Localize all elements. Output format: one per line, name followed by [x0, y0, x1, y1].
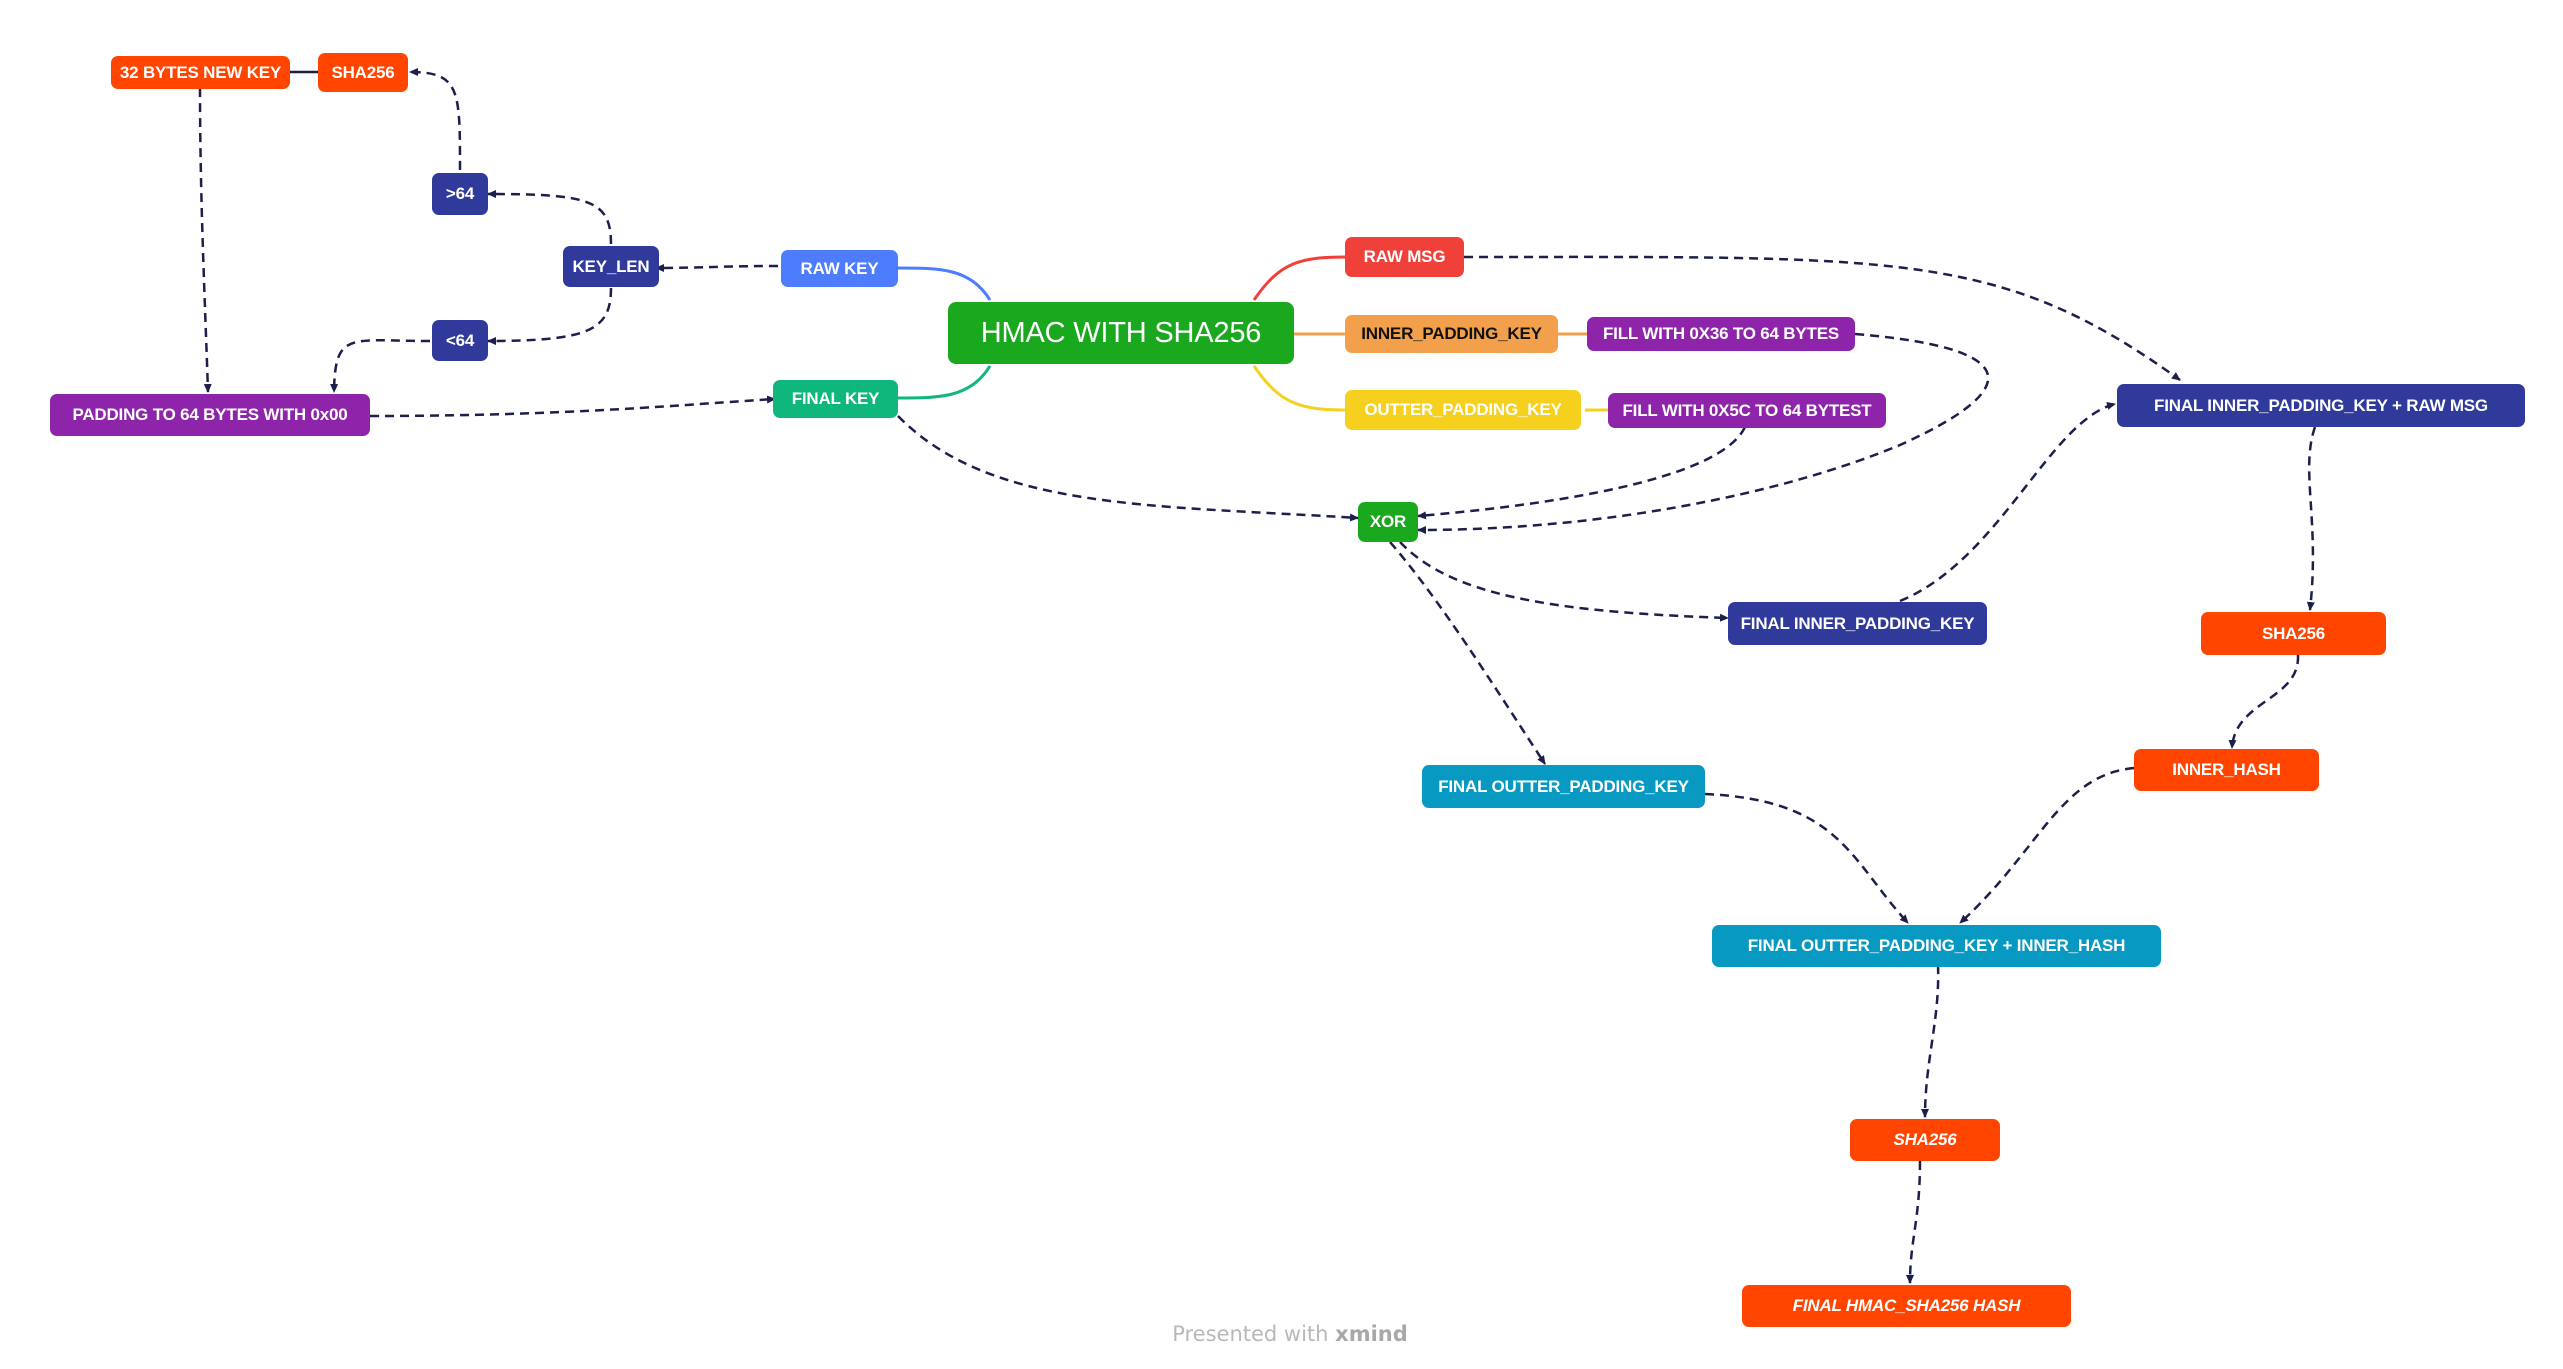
final-hmac-hash-node[interactable]: FINAL HMAC_SHA256 HASH	[1742, 1285, 2071, 1327]
new-key-node[interactable]: 32 BYTES NEW KEY	[111, 56, 290, 89]
arrow-key-len-to-gt64	[487, 190, 613, 245]
final-inner-padding-msg-node[interactable]: FINAL INNER_PADDING_KEY + RAW MSG	[2117, 384, 2525, 427]
fill-0x36-node[interactable]: FILL WITH 0X36 TO 64 BYTES	[1587, 317, 1855, 351]
arrow-sha256-to-final-hash	[1906, 1160, 1922, 1284]
lt64-node[interactable]: <64	[432, 320, 488, 361]
root-topic-hmac-sha256[interactable]: HMAC WITH SHA256	[948, 302, 1294, 364]
final-key-node[interactable]: FINAL KEY	[773, 380, 898, 418]
branch-line-final-key	[897, 365, 992, 400]
arrow-final-outter-to-final-outter-inner	[1704, 792, 1909, 924]
inner-hash-node[interactable]: INNER_HASH	[2134, 749, 2319, 791]
arrow-xor-to-final-inner	[1399, 541, 1729, 622]
arrow-inner-msg-to-sha256	[2306, 426, 2317, 611]
arrow-final-inner-to-inner-msg	[1899, 402, 2116, 603]
gt64-node[interactable]: >64	[432, 173, 488, 215]
presented-with-footer: Presented with xmind	[1170, 1322, 1410, 1346]
arrow-raw-msg-to-final-inner-msg	[1463, 255, 2181, 382]
arrow-final-key-to-xor	[897, 415, 1359, 522]
arrow-final-outter-inner-to-sha256	[1921, 964, 1940, 1118]
arrow-inner-hash-to-final-outter-inner	[1959, 766, 2135, 924]
padding-node[interactable]: PADDING TO 64 BYTES WITH 0x00	[50, 394, 370, 436]
arrow-sha256-to-inner-hash	[2228, 654, 2300, 749]
raw-msg-node[interactable]: RAW MSG	[1345, 237, 1464, 277]
fill-0x5c-node[interactable]: FILL WITH 0X5C TO 64 BYTEST	[1608, 393, 1886, 428]
arrow-fill-0x5c-to-xor	[1417, 426, 1747, 520]
raw-key-node[interactable]: RAW KEY	[781, 250, 898, 287]
xor-node[interactable]: XOR	[1358, 502, 1418, 542]
sha256-inner-node[interactable]: SHA256	[2201, 612, 2386, 655]
footer-prefix: Presented with	[1172, 1322, 1329, 1346]
outter-padding-key-node[interactable]: OUTTER_PADDING_KEY	[1345, 390, 1581, 430]
arrow-xor-to-final-outter	[1389, 541, 1547, 765]
arrow-padding-to-final-key	[369, 395, 776, 418]
branch-line-raw-key	[897, 266, 992, 301]
arrow-fill-0x36-to-xor	[1417, 332, 1990, 534]
xmind-brand: xmind	[1335, 1322, 1408, 1346]
final-inner-padding-key-node[interactable]: FINAL INNER_PADDING_KEY	[1728, 602, 1987, 645]
arrow-key-len-to-lt64	[487, 287, 613, 345]
arrow-raw-key-to-key-len	[655, 263, 779, 272]
final-outter-padding-key-node[interactable]: FINAL OUTTER_PADDING_KEY	[1422, 765, 1705, 808]
branch-line-outter-padding	[1252, 365, 1348, 412]
arrow-lt64-to-padding	[330, 339, 431, 393]
inner-padding-key-node[interactable]: INNER_PADDING_KEY	[1345, 315, 1558, 353]
key-len-node[interactable]: KEY_LEN	[563, 246, 659, 287]
sha256-final-node[interactable]: SHA256	[1850, 1119, 2000, 1161]
arrow-gt64-to-sha256	[409, 68, 462, 171]
branch-line-raw-msg	[1252, 255, 1348, 301]
sha256-key-node[interactable]: SHA256	[318, 53, 408, 92]
arrow-new-key-to-padding	[198, 87, 212, 393]
final-outter-padding-inner-hash-node[interactable]: FINAL OUTTER_PADDING_KEY + INNER_HASH	[1712, 925, 2161, 967]
